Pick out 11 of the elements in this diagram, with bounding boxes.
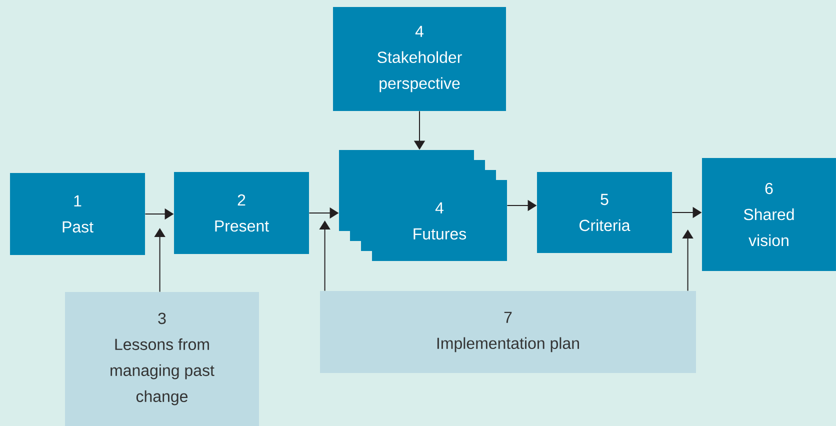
input-box: 7 Implementation plan xyxy=(320,291,696,373)
process-box: 2 Present xyxy=(174,172,309,254)
stacked-box: 4 Futures xyxy=(339,150,507,261)
arrow xyxy=(319,220,330,292)
process-box: 4 Stakeholder perspective xyxy=(333,7,506,111)
arrow xyxy=(682,230,694,292)
arrow xyxy=(154,228,166,292)
input-box: 3 Lessons from managing past change xyxy=(65,292,259,426)
process-box: 5 Criteria xyxy=(537,172,672,253)
process-box: 1 Past xyxy=(10,173,145,255)
process-box: 6 Shared vision xyxy=(702,158,836,271)
